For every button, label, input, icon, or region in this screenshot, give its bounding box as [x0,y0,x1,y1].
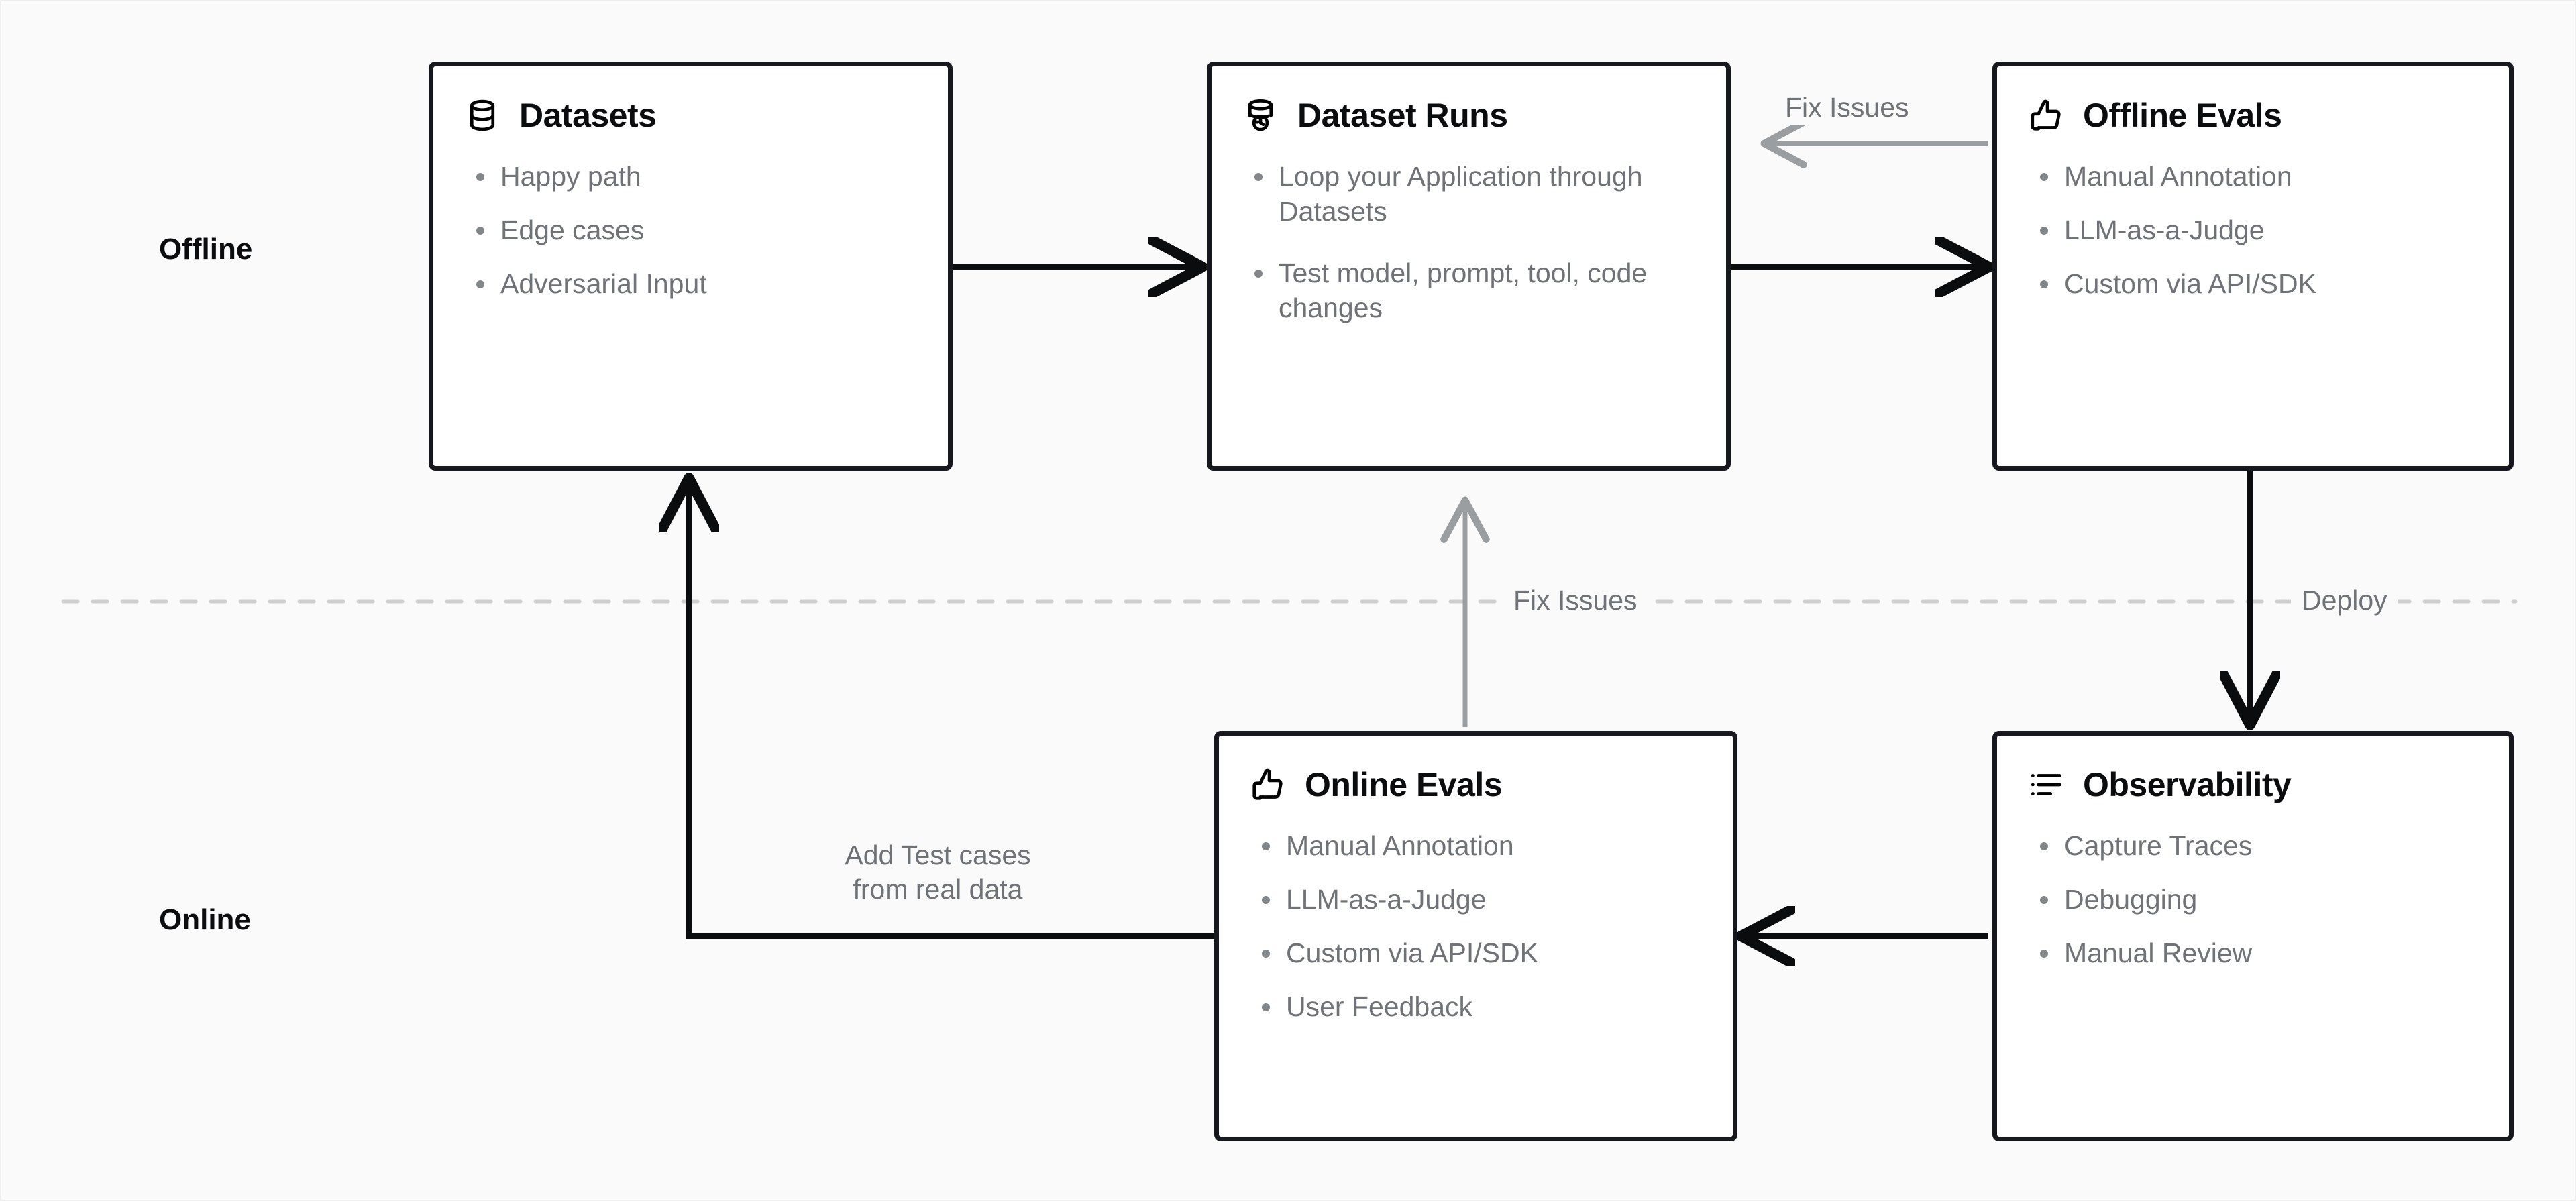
node-observability-title: Observability [2083,766,2292,803]
list-item: Custom via API/SDK [2028,266,2478,301]
node-observability[interactable]: Observability Capture Traces Debugging M… [1992,731,2514,1141]
edge-label-fix-issues-top: Fix Issues [1774,91,1920,125]
list-item: User Feedback [1250,989,1702,1024]
list-item: Manual Annotation [1250,828,1702,863]
node-observability-header: Observability [2028,766,2478,803]
node-dataset-runs[interactable]: Dataset Runs Loop your Application throu… [1207,62,1731,471]
node-datasets-header: Datasets [464,97,917,133]
thumbs-up-icon [2028,97,2064,133]
list-item: Debugging [2028,882,2478,917]
list-tree-icon [2028,766,2064,803]
edge-add-test-cases [689,483,1214,939]
node-online-evals-header: Online Evals [1250,766,1702,803]
node-dataset-runs-header: Dataset Runs [1242,97,1695,133]
node-offline-evals-header: Offline Evals [2028,97,2478,133]
node-online-evals-list: Manual Annotation LLM-as-a-Judge Custom … [1250,828,1702,1024]
list-item: Manual Review [2028,935,2478,970]
node-observability-list: Capture Traces Debugging Manual Review [2028,828,2478,970]
edge-label-deploy: Deploy [2291,583,2398,618]
list-item: Happy path [464,159,917,194]
node-datasets-list: Happy path Edge cases Adversarial Input [464,159,917,301]
node-dataset-runs-list: Loop your Application through Datasets T… [1242,159,1695,325]
list-item: Custom via API/SDK [1250,935,1702,970]
thumbs-up-icon [1250,766,1286,803]
list-item: LLM-as-a-Judge [2028,213,2478,247]
list-item: Adversarial Input [464,266,917,301]
row-label-online: Online [159,903,251,936]
node-dataset-runs-title: Dataset Runs [1297,97,1508,134]
node-online-evals-title: Online Evals [1305,766,1503,803]
node-datasets[interactable]: Datasets Happy path Edge cases Adversari… [429,62,953,471]
edge-label-add-test-cases-line2: from real data [853,874,1023,905]
database-refresh-icon [1242,97,1279,133]
list-item: Manual Annotation [2028,159,2478,194]
edge-label-add-test-cases-line1: Add Test cases [845,840,1031,870]
row-label-offline: Offline [159,233,253,266]
edge-label-add-test-cases: Add Test cases from real data [806,838,1069,907]
list-item: Edge cases [464,213,917,247]
node-offline-evals-list: Manual Annotation LLM-as-a-Judge Custom … [2028,159,2478,301]
list-item: Loop your Application through Datasets [1242,159,1695,229]
node-offline-evals-title: Offline Evals [2083,97,2282,134]
edge-label-fix-issues-divider: Fix Issues [1503,583,1648,618]
list-item: LLM-as-a-Judge [1250,882,1702,917]
list-item: Test model, prompt, tool, code changes [1242,255,1695,325]
list-item: Capture Traces [2028,828,2478,863]
node-datasets-title: Datasets [519,97,657,134]
node-offline-evals[interactable]: Offline Evals Manual Annotation LLM-as-a… [1992,62,2514,471]
node-online-evals[interactable]: Online Evals Manual Annotation LLM-as-a-… [1214,731,1737,1141]
database-icon [464,97,500,133]
